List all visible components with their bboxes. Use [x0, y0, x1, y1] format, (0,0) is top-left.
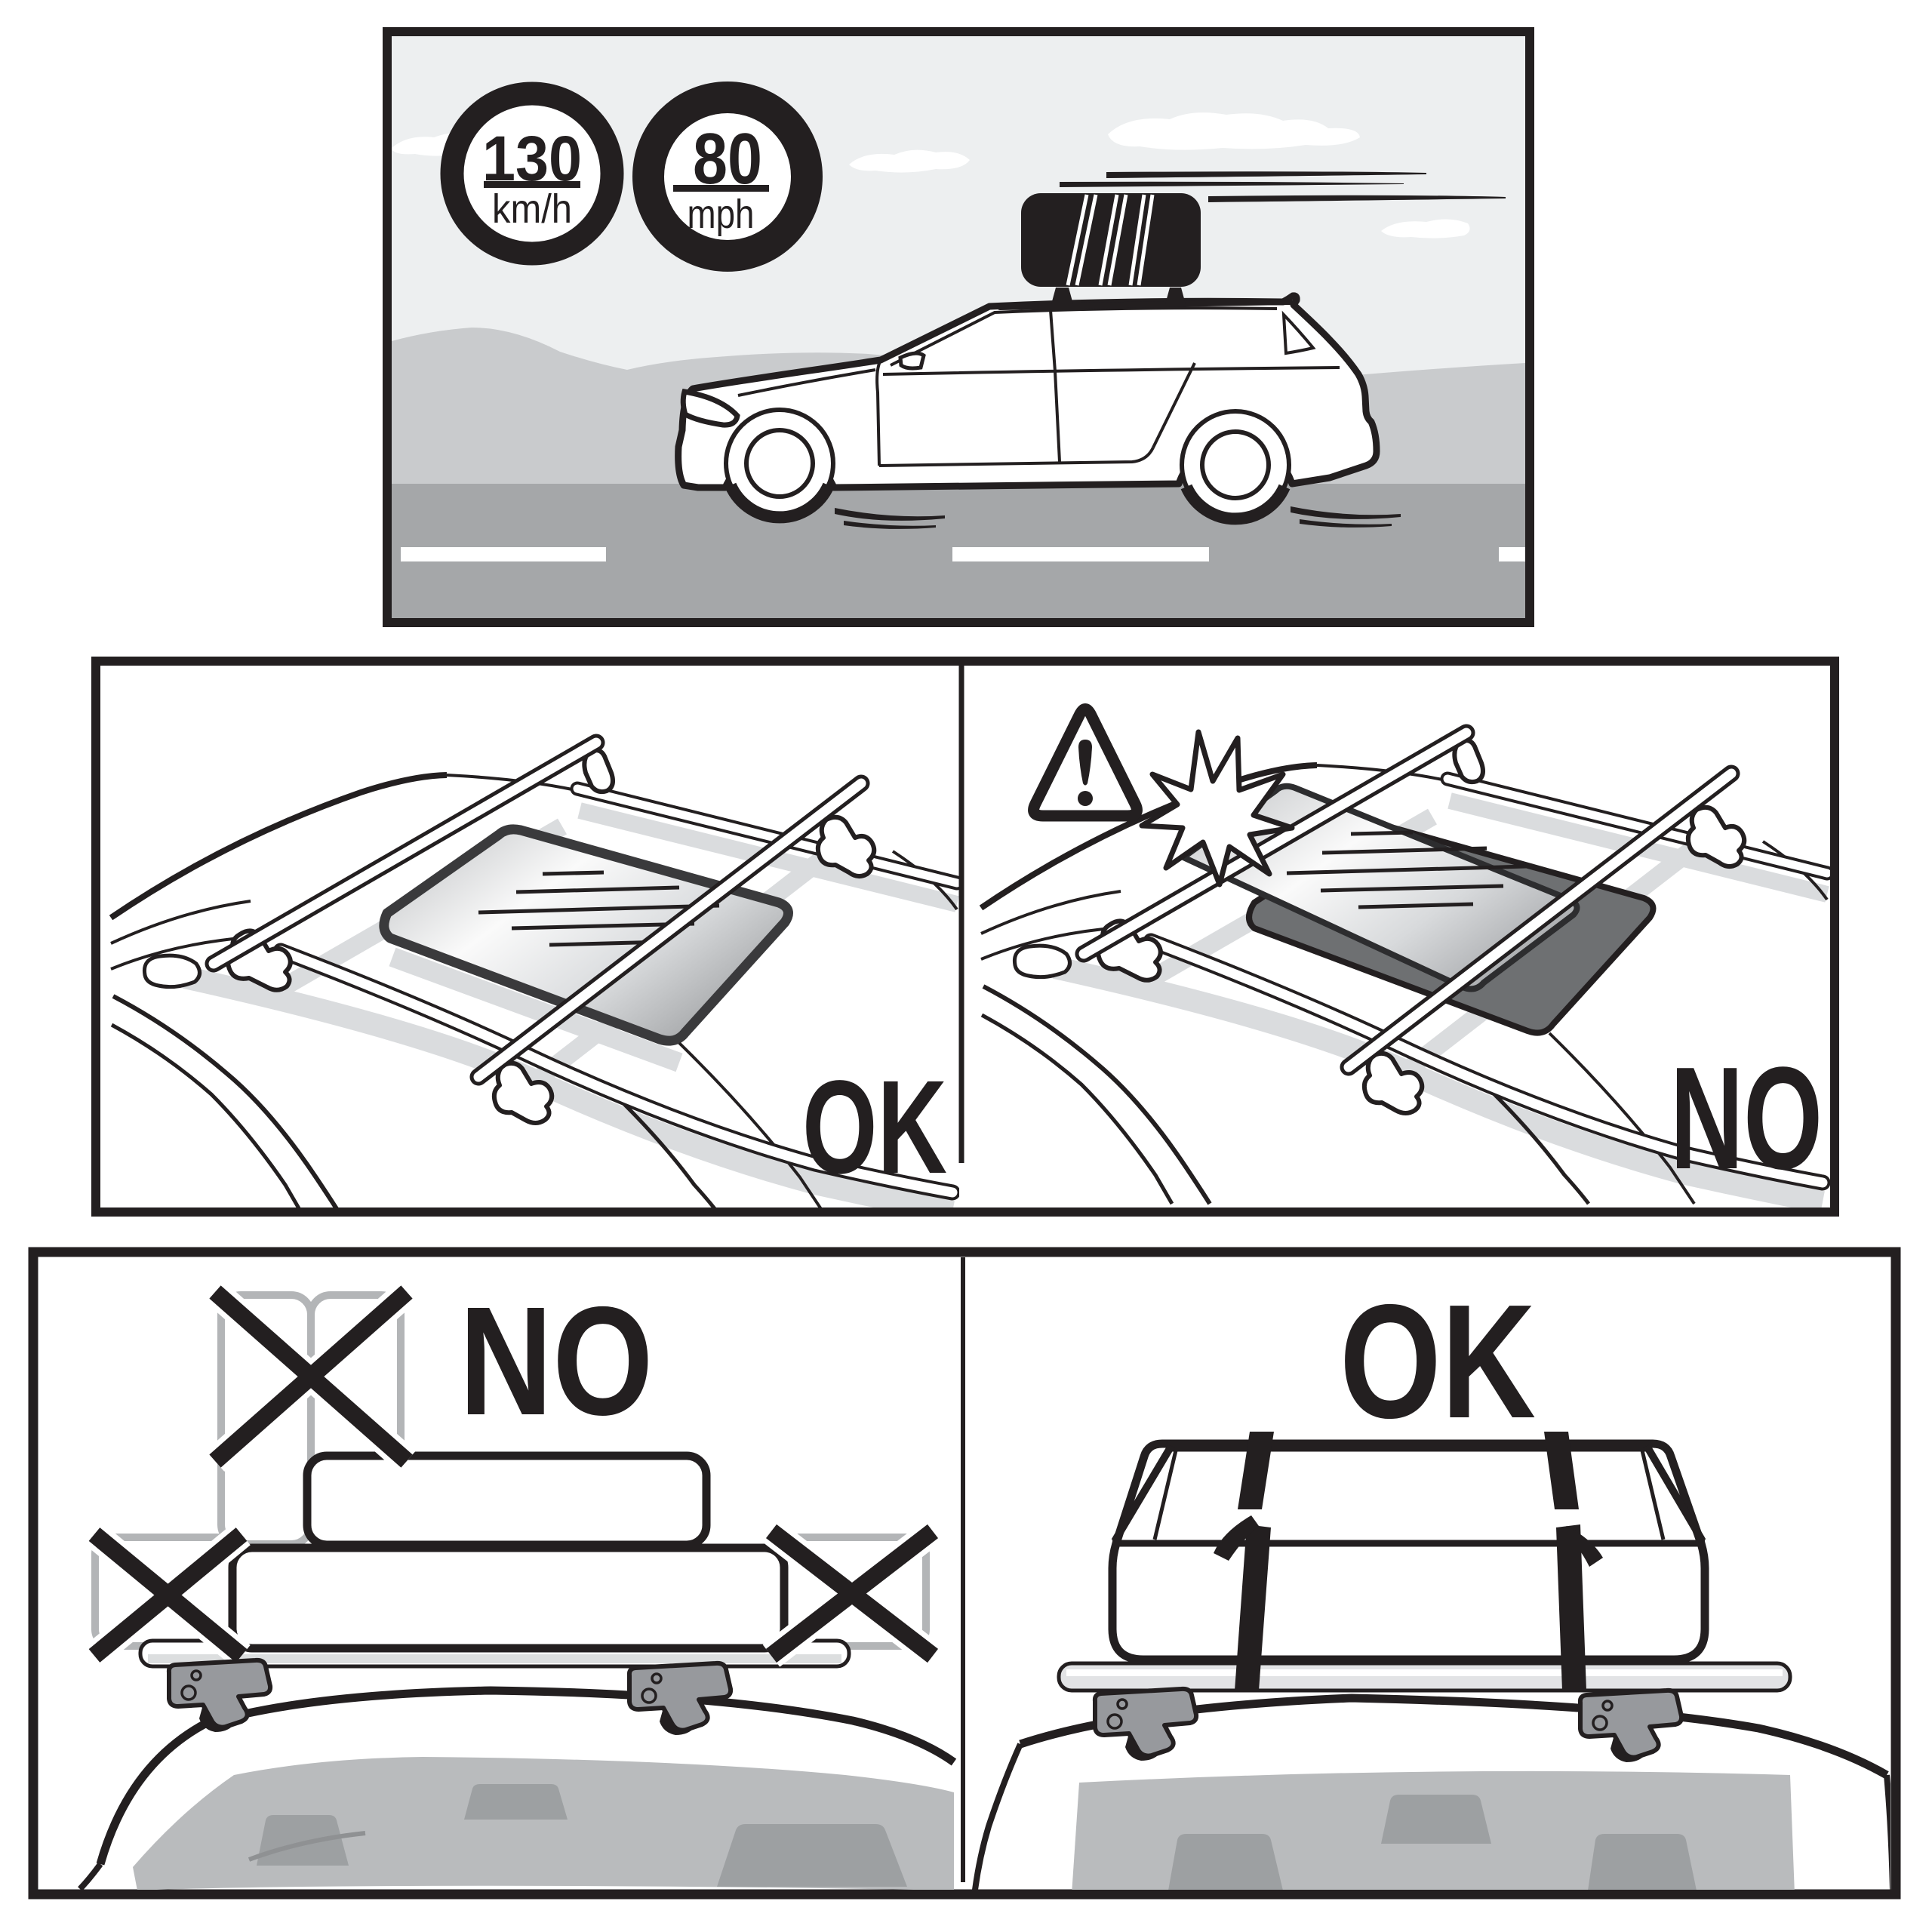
svg-text:NO: NO [1670, 1036, 1823, 1199]
svg-text:NO: NO [460, 1275, 654, 1447]
svg-text:OK: OK [1340, 1270, 1536, 1452]
svg-text:mph: mph [688, 192, 755, 237]
svg-text:OK: OK [802, 1054, 947, 1201]
svg-text:km/h: km/h [492, 186, 572, 232]
